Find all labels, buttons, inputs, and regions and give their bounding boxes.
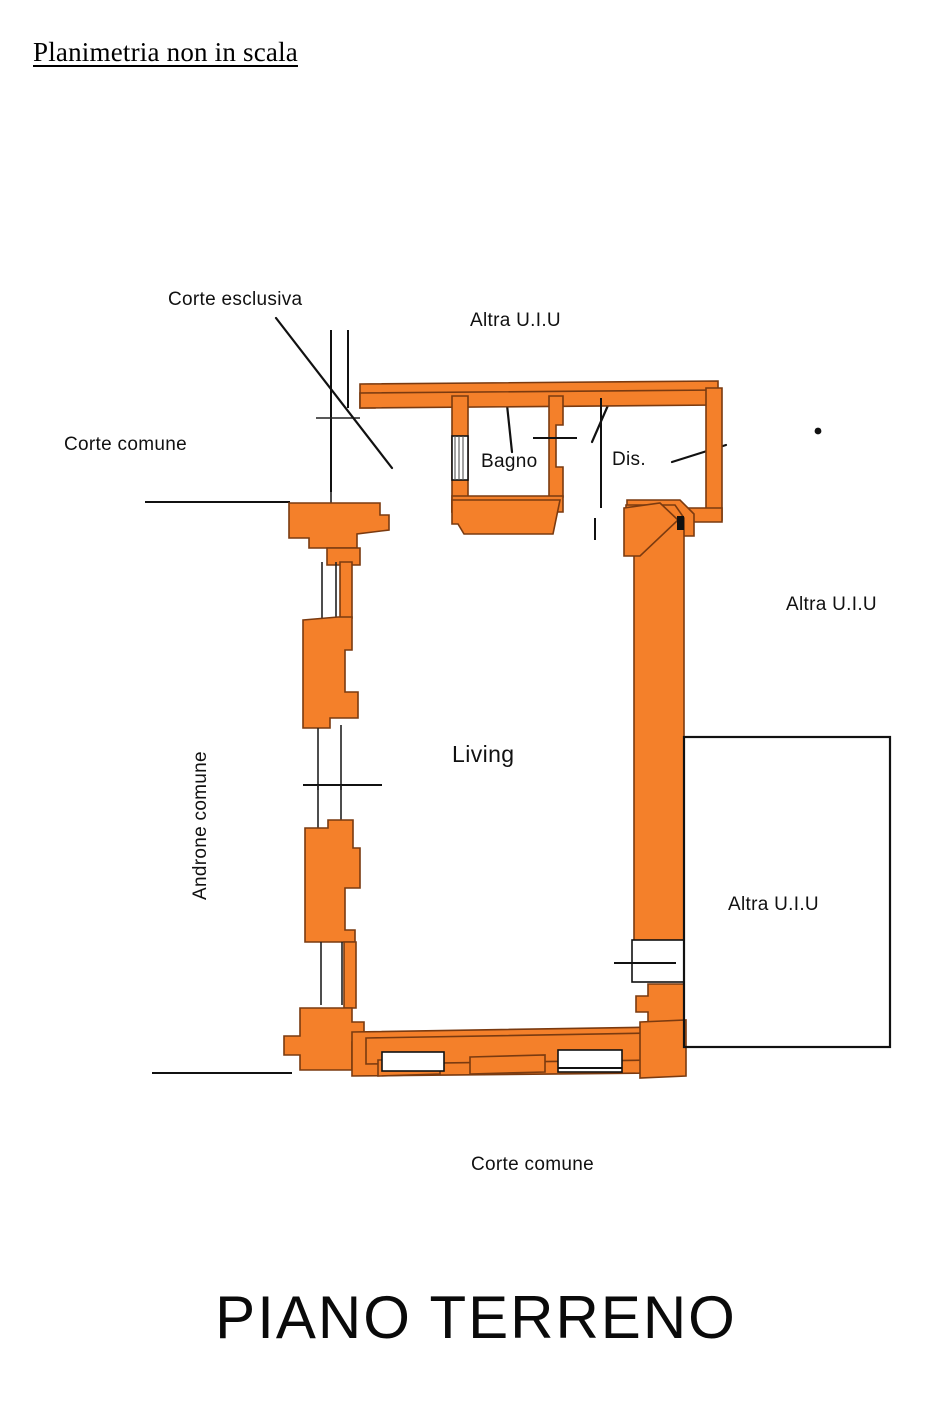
wall-east-upper-notch xyxy=(623,502,680,557)
wall-east-exterior xyxy=(625,504,685,960)
door-opening-east xyxy=(631,939,685,983)
wall-east-nub xyxy=(677,516,684,530)
label-altra-uiu-right-upper: Altra U.I.U xyxy=(786,594,877,615)
label-room-dis: Dis. xyxy=(612,449,646,470)
door-opening-bagno-west xyxy=(451,435,469,481)
wall-bagno-floor-block xyxy=(451,499,561,535)
label-corte-comune-left: Corte comune xyxy=(64,434,187,455)
wall-south-corner-right xyxy=(639,1019,687,1079)
label-altra-uiu-right-lower: Altra U.I.U xyxy=(728,894,819,915)
label-androne-comune: Androne comune xyxy=(190,751,211,900)
label-room-living: Living xyxy=(452,741,515,767)
wall-west-segment-upper xyxy=(302,616,359,729)
wall-west-jamb-top xyxy=(339,561,353,619)
label-corte-comune-bottom: Corte comune xyxy=(471,1154,594,1175)
label-altra-uiu-top: Altra U.I.U xyxy=(470,310,561,331)
wall-south-foot-mid xyxy=(469,1054,546,1075)
corte-esclusiva-leader xyxy=(274,316,394,470)
wall-bagno-east-partition xyxy=(548,395,564,498)
wall-top-exterior-band xyxy=(359,389,721,409)
window-opening-south-right xyxy=(557,1049,623,1073)
page-title: Planimetria non in scala xyxy=(33,37,298,67)
floor-title: PIANO TERRENO xyxy=(215,1284,737,1351)
wall-west-segment-lower xyxy=(304,819,361,943)
stray-dot-marker xyxy=(814,427,822,435)
label-corte-esclusiva: Corte esclusiva xyxy=(168,289,303,310)
wall-west-step-top xyxy=(326,547,361,566)
label-room-bagno: Bagno xyxy=(481,451,537,472)
window-opening-south-left xyxy=(381,1051,445,1072)
altra-uiu-right-outline xyxy=(682,735,892,1049)
wall-west-jamb-bottom xyxy=(343,941,357,1009)
wall-west-corner-top xyxy=(288,502,390,549)
wall-dis-east xyxy=(705,387,723,521)
